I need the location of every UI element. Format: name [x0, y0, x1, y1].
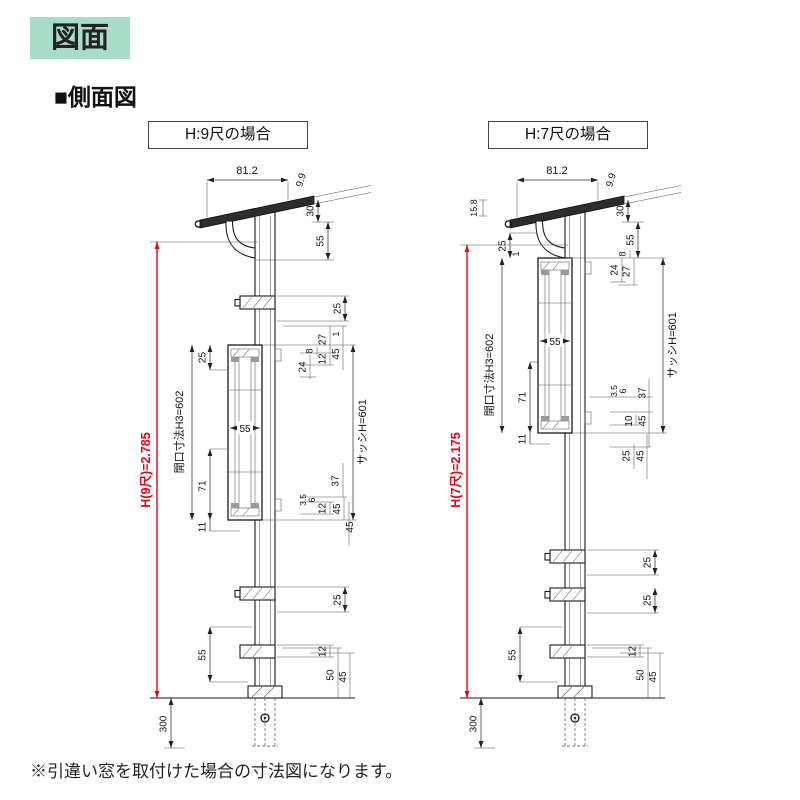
foundation — [460, 697, 665, 747]
dim-24: 24 — [298, 361, 309, 373]
base-assembly — [239, 644, 283, 699]
dim-27: 27 — [622, 266, 633, 278]
dim-sash-depth: 55 — [239, 424, 251, 435]
dim-sash-depth: 55 — [549, 337, 561, 348]
dim-300: 300 — [469, 715, 480, 732]
dim-25-upper: 25 — [333, 303, 344, 315]
side-view-drawing-7shaku: 55 81.2 9.9 — [450, 165, 682, 749]
side-view-drawing-9shaku: 55 81.2 9.9 30 — [140, 165, 372, 749]
swan-neck-bracket — [535, 220, 566, 259]
dimensions-9shaku: 81.2 9.9 30 55 25 1 45 27 12 8 24 25 — [159, 165, 369, 749]
dim-25-c: 25 — [643, 595, 654, 607]
dim-30: 30 — [306, 205, 317, 217]
dim-27: 27 — [318, 334, 329, 346]
dim-opening-height: 開口寸法H3=602 — [482, 334, 496, 417]
dim-opening-height: 開口寸法H3=602 — [172, 391, 186, 474]
dim-sash-height: サッシH=601 — [666, 312, 679, 378]
anchor-bolt-icon — [260, 713, 270, 723]
section-title: ■側面図 — [54, 84, 137, 110]
sash-unit: 55 — [537, 257, 592, 434]
dim-25-left-top: 25 — [498, 240, 509, 252]
roof-panel — [504, 185, 682, 229]
dim-50: 50 — [326, 669, 337, 681]
dim-71: 71 — [518, 392, 529, 404]
diagram-title-9shaku: H:9尺の場合 — [148, 121, 308, 149]
dim-24: 24 — [610, 264, 621, 276]
dim-37: 37 — [638, 387, 649, 399]
dim-10: 10 — [624, 415, 635, 427]
h-dimension-7shaku: H(7尺)=2.175 — [450, 244, 568, 698]
page-header-band: 図面 — [30, 17, 130, 59]
dim-11: 11 — [198, 521, 209, 532]
lower-mounting-bracket — [234, 586, 276, 601]
dim-55-top: 55 — [626, 234, 637, 246]
diagram-title-7shaku-label: H:7尺の場合 — [524, 126, 612, 143]
dim-3-5: 3.5 — [298, 494, 308, 506]
dim-1: 1 — [511, 251, 521, 256]
dim-50: 50 — [636, 669, 647, 681]
upper-mounting-bracket — [234, 295, 276, 310]
footer-note: ※引違い窓を取付けた場合の寸法図になります。 — [30, 762, 403, 781]
diagram-title-9shaku-label: H:9尺の場合 — [184, 126, 272, 143]
dim-6: 6 — [618, 388, 628, 393]
page-title: 図面 — [50, 22, 109, 54]
dim-25-b: 25 — [643, 557, 654, 569]
dim-12-bottom: 12 — [318, 646, 329, 658]
dimensions-7shaku: 81.2 9.9 15.8 30 55 25 1 8 24 27 開口寸法H3=… — [469, 165, 679, 749]
dim-25-a: 25 — [622, 450, 633, 462]
gutter-end — [194, 220, 203, 228]
dim-37: 37 — [331, 475, 342, 487]
dim-8: 8 — [618, 251, 628, 256]
dim-6: 6 — [307, 497, 317, 502]
dim-top-width: 81.2 — [546, 165, 567, 177]
dim-8: 8 — [305, 348, 315, 353]
dim-25-left: 25 — [198, 352, 209, 364]
dim-45-upper: 45 — [331, 348, 342, 360]
dim-45-bottom: 45 — [648, 671, 659, 683]
foundation — [150, 697, 355, 747]
dim-eave-thickness: 9.9 — [604, 172, 619, 189]
dim-eave-thickness: 9.9 — [294, 172, 309, 189]
dim-3-5: 3.5 — [609, 385, 619, 397]
dim-12-mid: 12 — [318, 503, 329, 515]
dim-overall-height: H(9尺)=2.785 — [140, 432, 153, 507]
dim-11: 11 — [518, 433, 529, 444]
dim-15-8: 15.8 — [469, 199, 479, 217]
mid-mounting-brackets — [544, 549, 586, 602]
dim-55-bottom: 55 — [198, 649, 209, 661]
dim-top-width: 81.2 — [236, 165, 257, 177]
dim-45-bottom: 45 — [338, 671, 349, 683]
h-dimension-9shaku: H(9尺)=2.785 — [140, 241, 258, 698]
sash-unit: 55 — [227, 344, 282, 521]
dim-45-a: 45 — [638, 415, 649, 427]
dim-55-bottom: 55 — [508, 649, 519, 661]
dim-25-mid: 25 — [333, 594, 344, 606]
dim-1: 1 — [331, 331, 341, 336]
dim-300: 300 — [159, 715, 170, 732]
diagram-title-7shaku: H:7尺の場合 — [488, 121, 648, 149]
dim-sash-height: サッシH=601 — [356, 399, 369, 465]
roof-panel — [194, 185, 372, 229]
swan-neck-bracket — [225, 220, 256, 259]
gutter-end — [504, 220, 513, 228]
dim-overall-height: H(7尺)=2.175 — [450, 432, 463, 507]
dim-12-upper: 12 — [318, 353, 329, 365]
dim-55-top: 55 — [316, 235, 327, 247]
anchor-bolt-icon — [570, 713, 580, 723]
dim-30: 30 — [616, 205, 627, 217]
dim-12-bottom: 12 — [628, 646, 639, 658]
dim-45-b: 45 — [636, 450, 647, 462]
dim-45-low: 45 — [345, 521, 356, 533]
dim-71: 71 — [198, 480, 209, 492]
dim-45-mid: 45 — [332, 503, 343, 515]
